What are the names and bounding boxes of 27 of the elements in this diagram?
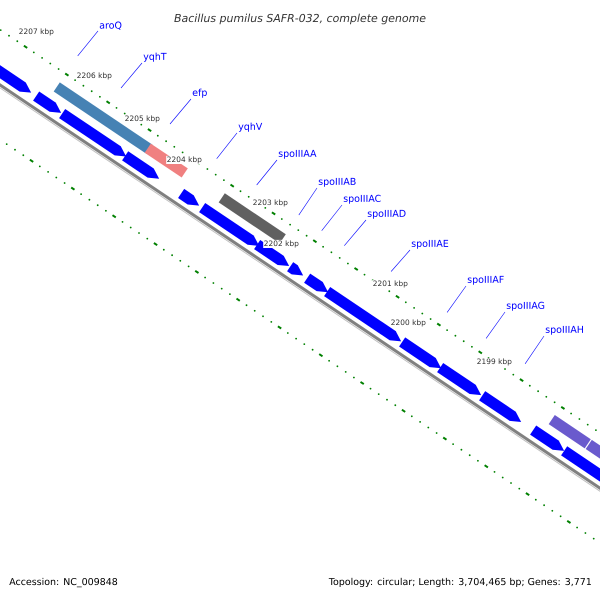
leader-line <box>77 30 98 56</box>
gene-label: spoIIIAE <box>412 240 448 249</box>
gene-label: yqhV <box>238 122 262 132</box>
genome-info-text: Topology: circular; Length: 3,704,465 bp; Genes: 3,771 <box>328 578 591 587</box>
leader-line <box>524 336 544 364</box>
leader-line <box>170 98 192 124</box>
leader-line <box>344 220 366 246</box>
gene-label: spoIIIAB <box>318 178 356 187</box>
gene-label: efp <box>192 88 207 98</box>
gene-label: spoIIIAH <box>546 326 583 335</box>
gene-label: spoIIIAA <box>278 150 316 159</box>
gene-label: spoIIIAC <box>344 194 381 204</box>
gene-label: spoIIIAG <box>506 302 544 311</box>
leader-line <box>256 160 278 186</box>
leader-line <box>120 62 142 88</box>
gene-label: yqhT <box>143 52 167 62</box>
leader-line <box>390 250 410 272</box>
leader-line <box>298 188 318 216</box>
title: Bacillus pumilus SAFR-032, complete genome <box>174 14 426 24</box>
gene-label: spoIIIAF <box>468 276 504 285</box>
leader-line <box>321 204 342 231</box>
leader-line <box>216 132 238 159</box>
gene-label: spoIIIAD <box>368 210 406 219</box>
leader-line <box>446 286 466 313</box>
gene-label: aroQ <box>100 22 122 30</box>
leader-line <box>486 312 506 339</box>
accession-text: Accession: NC_009848 <box>9 578 118 588</box>
